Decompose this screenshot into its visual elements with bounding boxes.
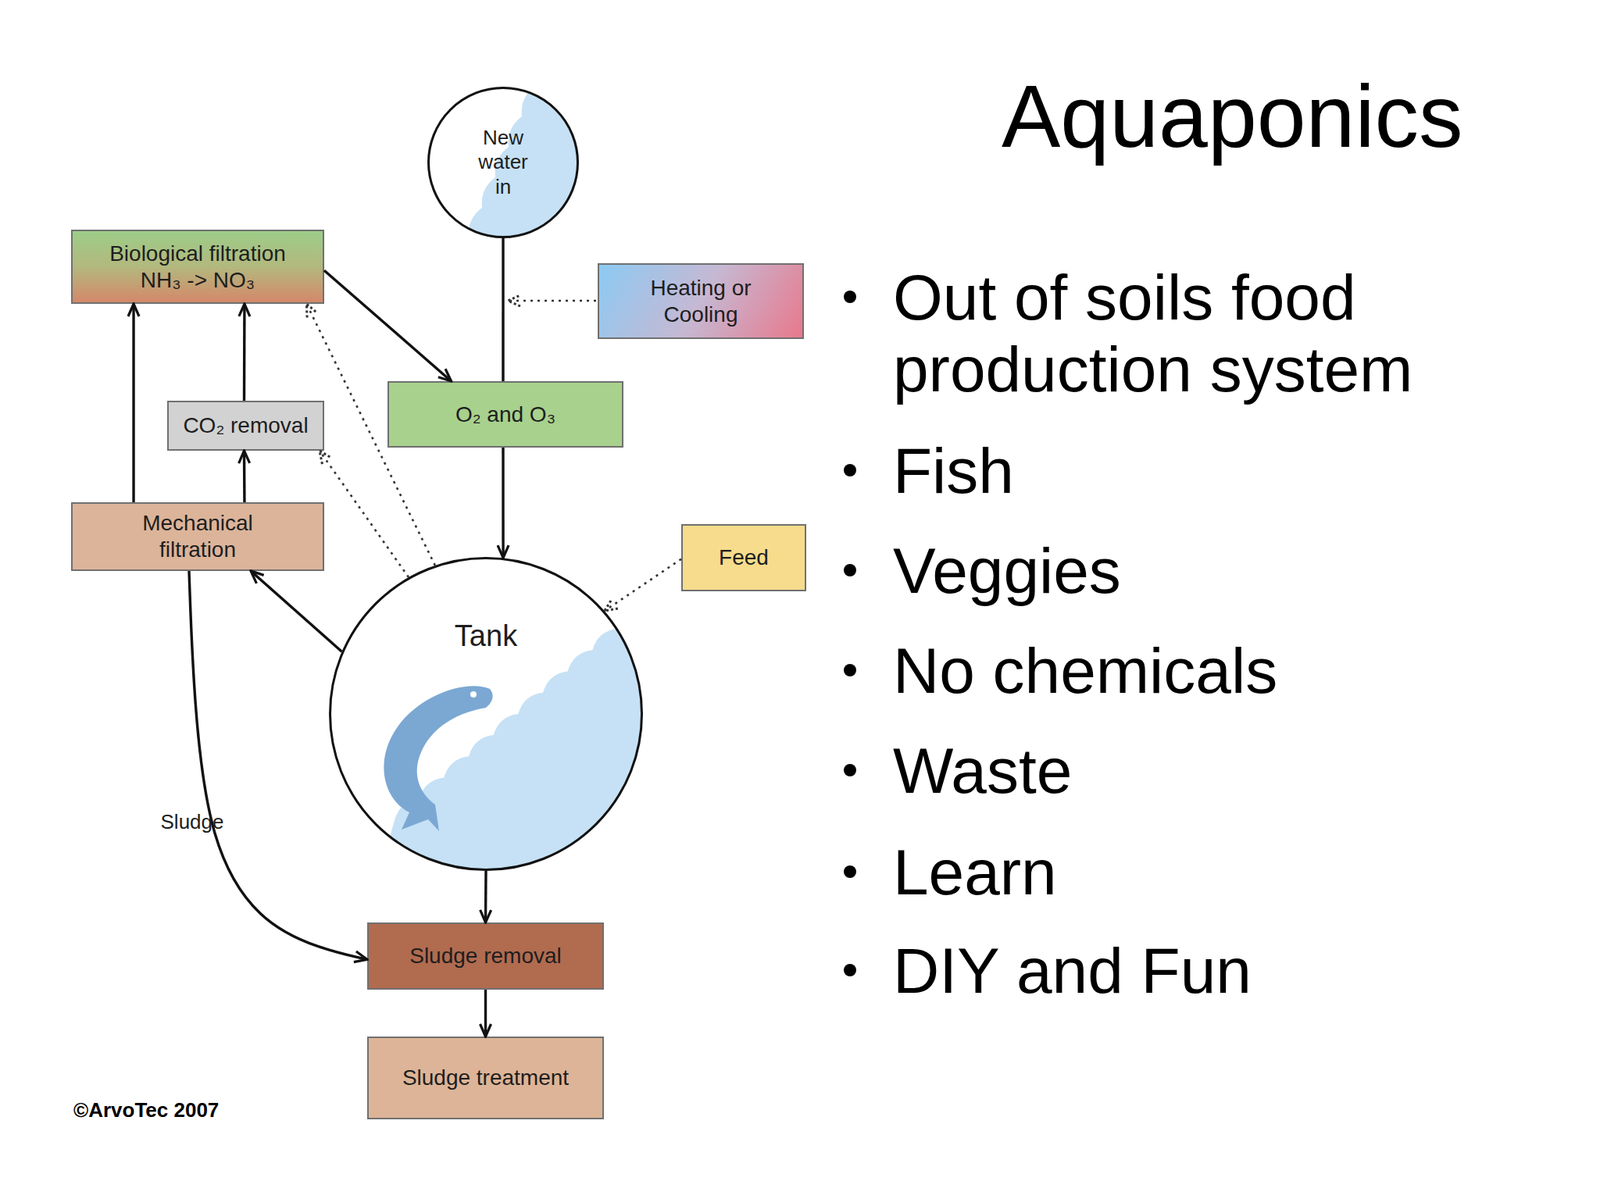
heat-exchange-arrow xyxy=(507,300,597,303)
node-text: Mechanical filtration xyxy=(115,510,280,563)
flow-arrow xyxy=(324,270,452,382)
flow-arrow xyxy=(501,238,504,382)
process-box: Sludge treatment xyxy=(367,1036,604,1120)
water-wave xyxy=(468,78,594,250)
dotted-flow-arrow xyxy=(604,559,682,611)
bullet-text: Fish xyxy=(892,435,1456,508)
flow-arrow xyxy=(132,303,135,503)
flow-arrow xyxy=(501,447,504,558)
node-text: Biological filtration xyxy=(109,240,286,268)
node-text: O₂ and O₃ xyxy=(455,401,556,429)
bullet-dot xyxy=(843,564,857,577)
bullet-text: Out of soils food production system xyxy=(892,261,1456,406)
bullet-dot xyxy=(843,290,857,304)
node-text: New water in xyxy=(471,125,535,200)
input-box: Feed xyxy=(681,524,807,592)
node-text: CO₂ removal xyxy=(182,412,308,440)
process-box: CO₂ removal xyxy=(167,400,325,451)
flow-arrow xyxy=(242,450,247,503)
node-text: Tank xyxy=(454,618,518,655)
process-box: Mechanical filtration xyxy=(71,502,325,572)
flow-arrow xyxy=(189,571,368,960)
flow-arrow xyxy=(484,989,487,1037)
bullet-dot xyxy=(843,764,857,777)
bullet-dot xyxy=(843,964,857,977)
circle-border xyxy=(330,558,643,871)
input-box: Heating or Cooling xyxy=(597,263,804,340)
water-inlet-circle: New water in xyxy=(427,86,579,239)
fish-tank-circle: Tank xyxy=(328,557,643,872)
slide-title: Aquaponics xyxy=(1001,72,1464,161)
bullet-dot xyxy=(843,664,857,677)
copyright-note: ©ArvoTec 2007 xyxy=(73,1097,308,1123)
process-box: Biological filtrationNH₃ -> NO₃ xyxy=(71,229,325,304)
dotted-flow-arrow xyxy=(319,450,409,578)
circle-border xyxy=(428,88,579,238)
dotted-flow-arrow xyxy=(306,303,436,566)
flow-arrow xyxy=(250,571,342,652)
node-text: Sludge removal xyxy=(409,942,562,970)
flow-arrow xyxy=(242,303,247,401)
tank-water xyxy=(375,593,665,891)
node-text: Sludge treatment xyxy=(402,1064,569,1092)
bullet-dot xyxy=(843,865,857,879)
fish-illustration xyxy=(383,685,493,832)
bullet-text: Waste xyxy=(892,735,1456,808)
bullet-text: Learn xyxy=(892,836,1456,909)
bullet-text: DIY and Fun xyxy=(892,935,1456,1008)
bullet-text: No chemicals xyxy=(892,635,1456,708)
bullet-dot xyxy=(843,464,857,477)
node-text: Feed xyxy=(718,544,769,572)
fish-eye xyxy=(470,691,477,698)
node-text: NH₃ -> NO₃ xyxy=(140,267,255,294)
flow-arrow xyxy=(484,871,488,923)
bullet-text: Veggies xyxy=(892,535,1456,608)
node-text: Heating or Cooling xyxy=(630,275,772,328)
process-box: Sludge removal xyxy=(367,922,604,990)
edge-label: Sludge xyxy=(160,810,225,835)
circle-outline xyxy=(328,557,643,872)
process-box: O₂ and O₃ xyxy=(387,381,624,448)
